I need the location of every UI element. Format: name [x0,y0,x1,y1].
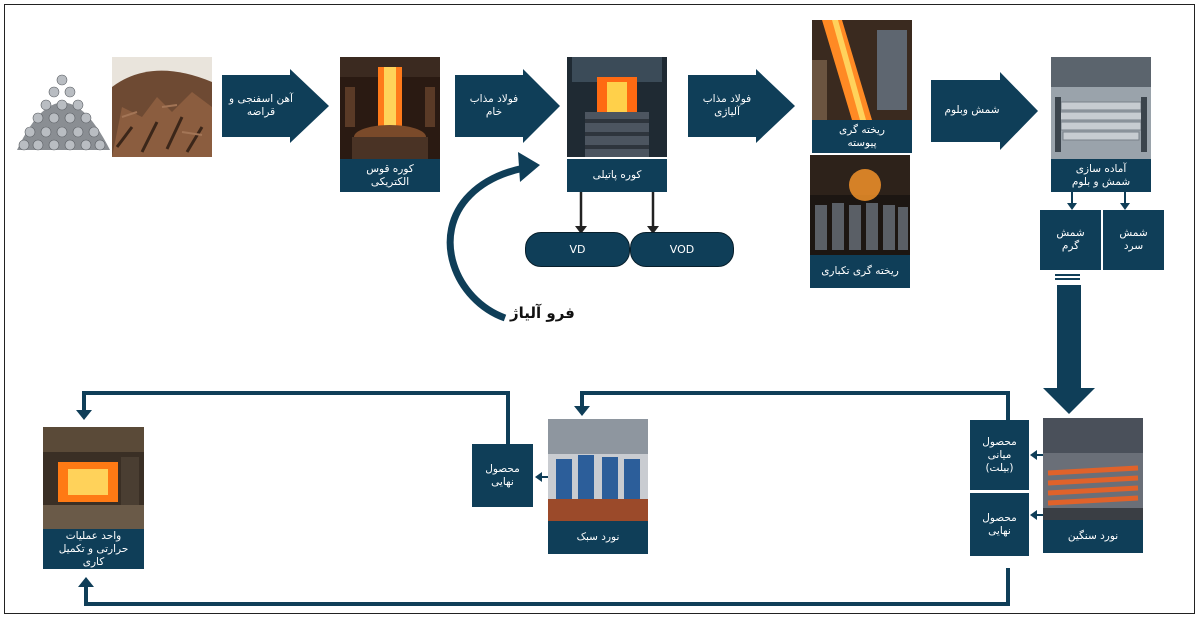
label-heavy-rolling: نورد سنگین [1043,520,1143,553]
step-billet-bloom: شمش وبلوم [944,104,1000,116]
label-heat-treatment: واحد عملیات حرارتی و تکمیل کاری [43,529,144,569]
label-ladle-furnace: کوره پاتیلی [567,159,667,192]
label-ingot-casting: ریخته گری تکباری [810,255,910,288]
label-cold-billet: شمش سرد [1103,210,1164,270]
down-arrow [1043,285,1095,414]
ferroalloy-arrow [446,164,525,322]
light-rolling-mill-icon [548,419,648,521]
label-final-product-mid: محصول نهایی [472,444,533,507]
heat-treatment-furnace-icon [43,427,144,529]
step-alloy-steel: فولاد مذاب آلیاژی [702,93,752,118]
ingot-casting-icon [810,155,910,255]
electric-arc-furnace-icon [340,57,440,159]
arrow-3 [688,69,795,143]
arrow-1 [222,69,329,143]
heavy-rolling-mill-icon [1043,418,1143,520]
arrow-2 [455,69,560,143]
ladle-furnace-icon [567,57,667,157]
step-iron-scrap: آهن اسفنجی و قراضه [229,93,293,118]
arrow-4 [931,72,1038,150]
label-eaf: کوره قوس الکتریکی [340,159,440,192]
label-continuous-casting: ریخته گری پیوسته [812,120,912,153]
ferroalloy-label: فرو آلیاژ [510,304,575,322]
pellet-pile-icon [12,60,112,158]
intermediate-to-light [580,391,1010,420]
diagram-frame [4,4,1195,614]
label-hot-billet: شمش گرم [1040,210,1101,270]
billet-yard-icon [1051,57,1151,159]
label-billet-prep: آماده سازی شمش و بلوم [1051,159,1151,192]
step-raw-steel: فولاد مذاب خام [469,93,519,118]
final-to-heat [84,568,1010,606]
scrap-pile-icon [112,57,212,157]
vod-pill: VOD [630,232,734,267]
continuous-caster-icon [812,20,912,120]
vd-pill: VD [525,232,630,267]
final-mid-to-heat [82,391,510,444]
label-light-rolling: نورد سبک [548,521,648,554]
label-intermediate-product: محصول میانی (بیلت) [970,420,1029,490]
label-final-product-right: محصول نهایی [970,493,1029,556]
